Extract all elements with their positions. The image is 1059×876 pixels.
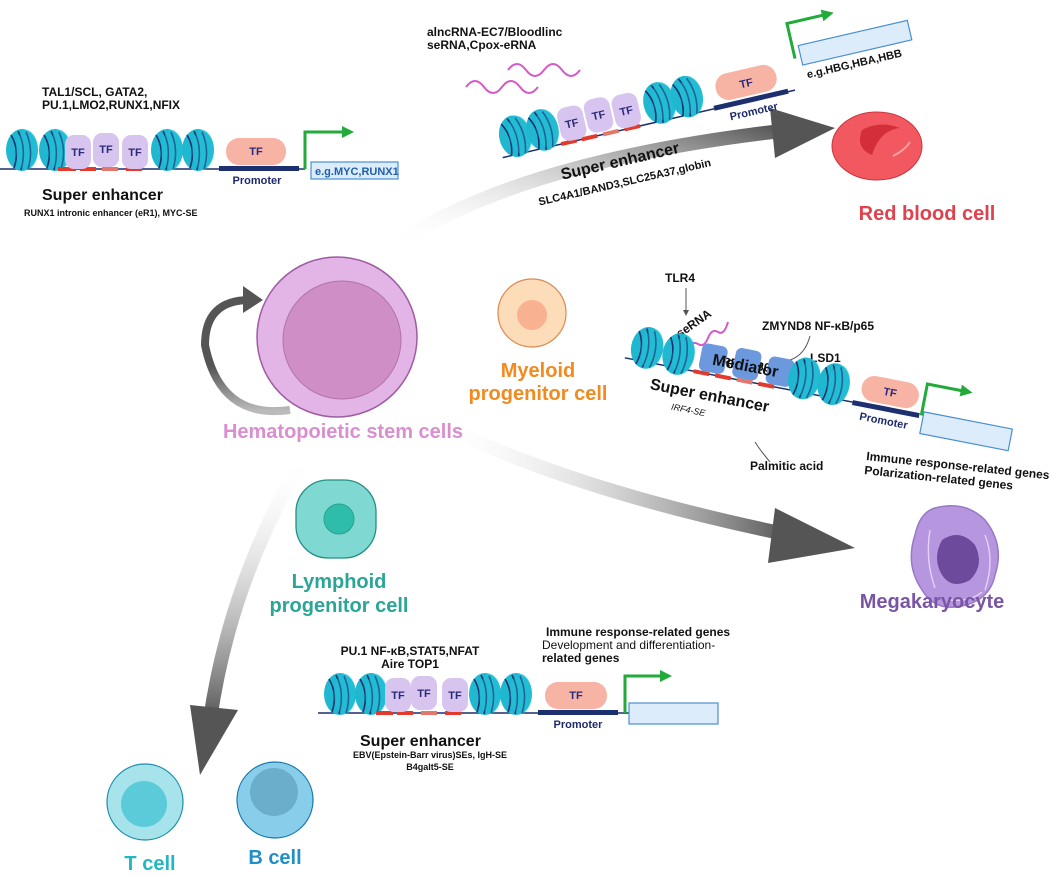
svg-text:TF: TF <box>249 146 263 158</box>
megakaryocyte-label: Megakaryocyte <box>860 591 1005 613</box>
arrow-to-megakaryocyte <box>426 413 855 563</box>
lymph-se-genes-line1: Immune response-related genes <box>546 625 730 639</box>
lymphoid-label-line2: progenitor cell <box>270 595 409 617</box>
lymph-se-genes-line3: related genes <box>542 651 620 665</box>
svg-text:TF: TF <box>391 690 405 702</box>
hematopoietic-stem-cell <box>256 256 418 418</box>
svg-text:TF: TF <box>619 104 635 119</box>
svg-text:TF: TF <box>71 147 85 159</box>
myeloid-progenitor-cell <box>497 278 567 348</box>
lymphoid-super-enhancer-panel: PU.1 NF-κB,STAT5,NFAT Aire TOP1 Immune r… <box>318 625 730 772</box>
svg-text:TF: TF <box>738 76 754 91</box>
svg-text:Promoter: Promoter <box>233 175 283 187</box>
svg-text:TF: TF <box>99 144 113 156</box>
lymph-se-factors-line1: PU.1 NF-κB,STAT5,NFAT <box>341 644 480 658</box>
t-cell <box>106 763 184 841</box>
tlr4-label: TLR4 <box>665 271 695 285</box>
hsc-se-subtitle: RUNX1 intronic enhancer (eR1), MYC-SE <box>24 208 198 218</box>
hsc-se-factors-line1: TAL1/SCL, GATA2, <box>42 85 147 99</box>
svg-text:TF: TF <box>417 688 431 700</box>
nucleosome-icon <box>181 128 215 172</box>
lymph-se-subtitle-line2: B4galt5-SE <box>406 762 454 772</box>
nucleosome-icon <box>5 128 39 172</box>
lymphoid-label-line1: Lymphoid <box>292 571 387 593</box>
svg-text:TF: TF <box>564 117 580 132</box>
palmitic-acid-label: Palmitic acid <box>750 459 823 473</box>
lymph-se-title: Super enhancer <box>360 733 481 750</box>
lsd1-label: LSD1 <box>810 351 841 365</box>
nucleosome-icon <box>150 128 184 172</box>
hsc-se-title: Super enhancer <box>42 187 163 204</box>
self-renewal-arrow-icon <box>200 286 291 416</box>
svg-text:TF: TF <box>569 690 583 702</box>
b-cell-label: B cell <box>248 847 301 869</box>
svg-text:TF: TF <box>448 690 462 702</box>
lymph-se-genes-line2: Development and differentiation- <box>542 638 715 652</box>
svg-text:TF: TF <box>882 386 898 400</box>
enhancer-rna-icon <box>507 63 581 77</box>
megakaryocyte-cell <box>910 505 1000 608</box>
mk-super-enhancer-panel: TLR4 seRNA ZMYND8 NF-κB/p65 BRD4,P300 LS… <box>624 271 1051 493</box>
lymph-se-subtitle-line1: EBV(Epstein-Barr virus)SEs, IgH-SE <box>353 750 507 760</box>
lymphoid-progenitor-cell <box>295 479 377 559</box>
myeloid-label-line1: Myeloid <box>501 360 575 382</box>
myeloid-label-line2: progenitor cell <box>469 383 608 405</box>
red-blood-cell <box>831 111 923 181</box>
serna-icon <box>687 321 729 351</box>
rbc-super-enhancer-panel: alncRNA-EC7/Bloodlinc seRNA,Cpox-eRNA TF… <box>427 9 913 208</box>
rbc-label: Red blood cell <box>859 203 996 225</box>
hsc-se-target-genes: e.g.MYC,RUNX1 <box>315 166 399 178</box>
t-cell-label: T cell <box>124 853 175 875</box>
hsc-se-factors-line2: PU.1,LMO2,RUNX1,NFIX <box>42 98 180 112</box>
rbc-se-rna-line1: alncRNA-EC7/Bloodlinc <box>427 25 563 39</box>
svg-text:Promoter: Promoter <box>554 719 604 731</box>
rbc-se-rna-line2: seRNA,Cpox-eRNA <box>427 38 537 52</box>
mk-se-subtitle: IRF4-SE <box>670 402 707 419</box>
hsc-label: Hematopoietic stem cells <box>223 421 463 443</box>
zmynd8-label: ZMYND8 NF-κB/p65 <box>762 319 874 333</box>
arrow-to-red-blood-cell <box>391 108 835 251</box>
b-cell <box>236 761 314 839</box>
tss-arrow-icon <box>303 130 345 169</box>
svg-text:TF: TF <box>128 147 142 159</box>
enhancer-rna-icon <box>465 80 539 94</box>
svg-text:TF: TF <box>591 109 607 124</box>
arrow-to-lymphocytes <box>190 451 312 775</box>
hsc-super-enhancer-panel: TAL1/SCL, GATA2, PU.1,LMO2,RUNX1,NFIX TF… <box>0 85 399 218</box>
lymph-se-factors-line2: Aire TOP1 <box>381 657 439 671</box>
